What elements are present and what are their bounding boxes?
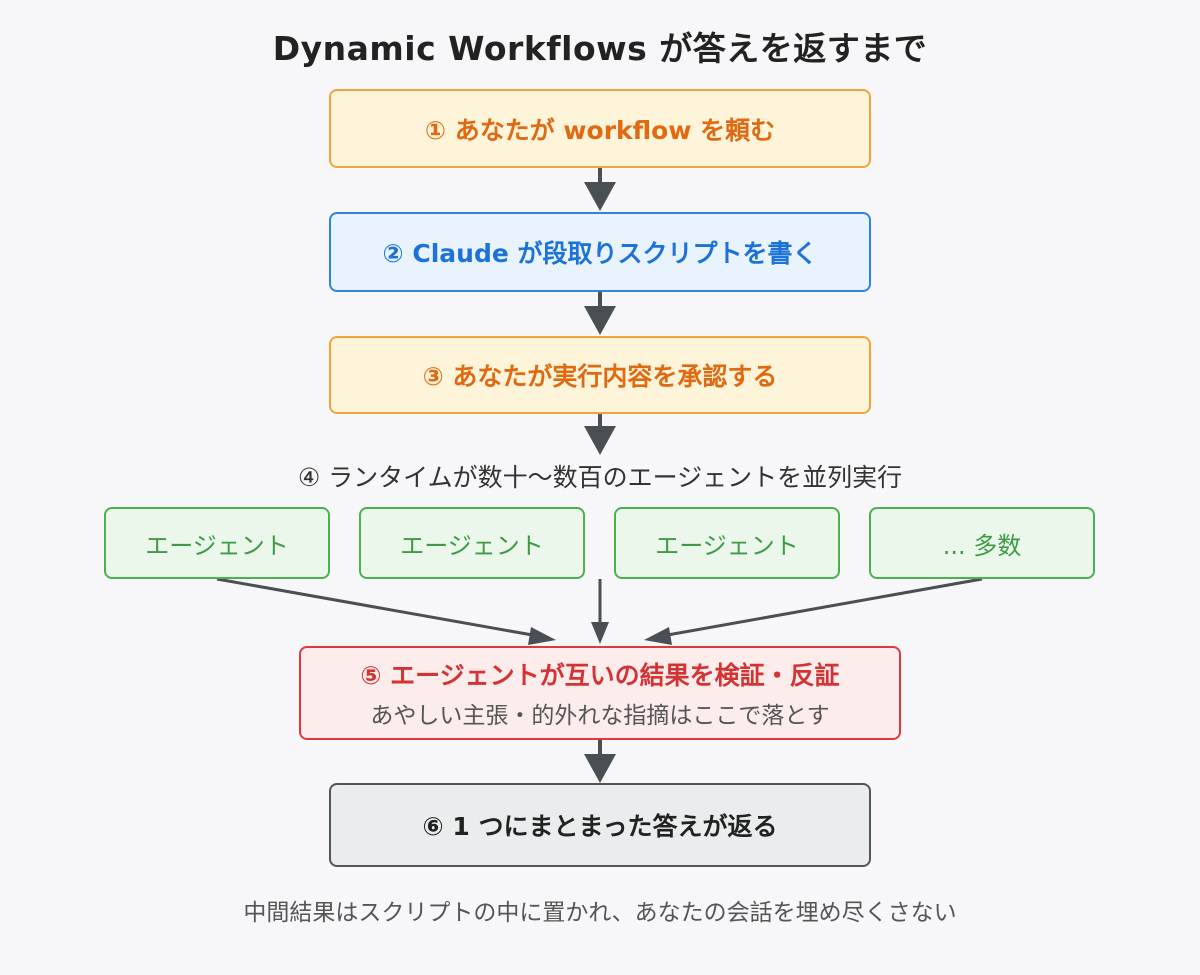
step-sublabel: あやしい主張・的外れな指摘はここで落とす: [370, 703, 830, 729]
agent-box: エージェント: [359, 507, 585, 579]
agent-label: ... 多数: [942, 531, 1022, 560]
agent-box: エージェント: [614, 507, 840, 579]
step-request-workflow: ① あなたが workflow を頼む: [329, 89, 871, 168]
arrow-agent2-to-verify: [591, 579, 609, 644]
step-label: ③ あなたが実行内容を承認する: [422, 362, 778, 391]
agent-box-many: ... 多数: [869, 507, 1095, 579]
step-runtime-parallel: ④ ランタイムが数十〜数百のエージェントを並列実行: [297, 463, 903, 492]
agent-box: エージェント: [104, 507, 330, 579]
step-claude-writes-script: ② Claude が段取りスクリプトを書く: [329, 212, 871, 292]
arrow-step1-to-step2: [584, 168, 616, 211]
agent-label: エージェント: [655, 531, 799, 560]
step-label: ① あなたが workflow を頼む: [424, 115, 776, 145]
arrow-step2-to-step3: [584, 292, 616, 335]
agent-label: エージェント: [400, 531, 544, 560]
step-label: ⑤ エージェントが互いの結果を検証・反証: [360, 661, 840, 690]
diagram-title: Dynamic Workflows が答えを返すまで: [272, 29, 928, 68]
step-final-answer: ⑥ 1 つにまとまった答えが返る: [329, 783, 871, 867]
step-label: ⑥ 1 つにまとまった答えが返る: [422, 812, 778, 841]
step-label: ② Claude が段取りスクリプトを書く: [382, 239, 818, 268]
arrow-agent4-to-verify: [644, 577, 983, 645]
arrow-agent1-to-verify: [216, 577, 556, 645]
step-cross-verify: ⑤ エージェントが互いの結果を検証・反証 あやしい主張・的外れな指摘はここで落と…: [299, 646, 901, 740]
agent-label: エージェント: [145, 531, 289, 560]
arrow-verify-to-result: [584, 740, 616, 783]
arrow-step3-to-runtime: [584, 414, 616, 455]
footer-note: 中間結果はスクリプトの中に置かれ、あなたの会話を埋め尽くさない: [243, 900, 957, 926]
step-approve-execution: ③ あなたが実行内容を承認する: [329, 336, 871, 414]
